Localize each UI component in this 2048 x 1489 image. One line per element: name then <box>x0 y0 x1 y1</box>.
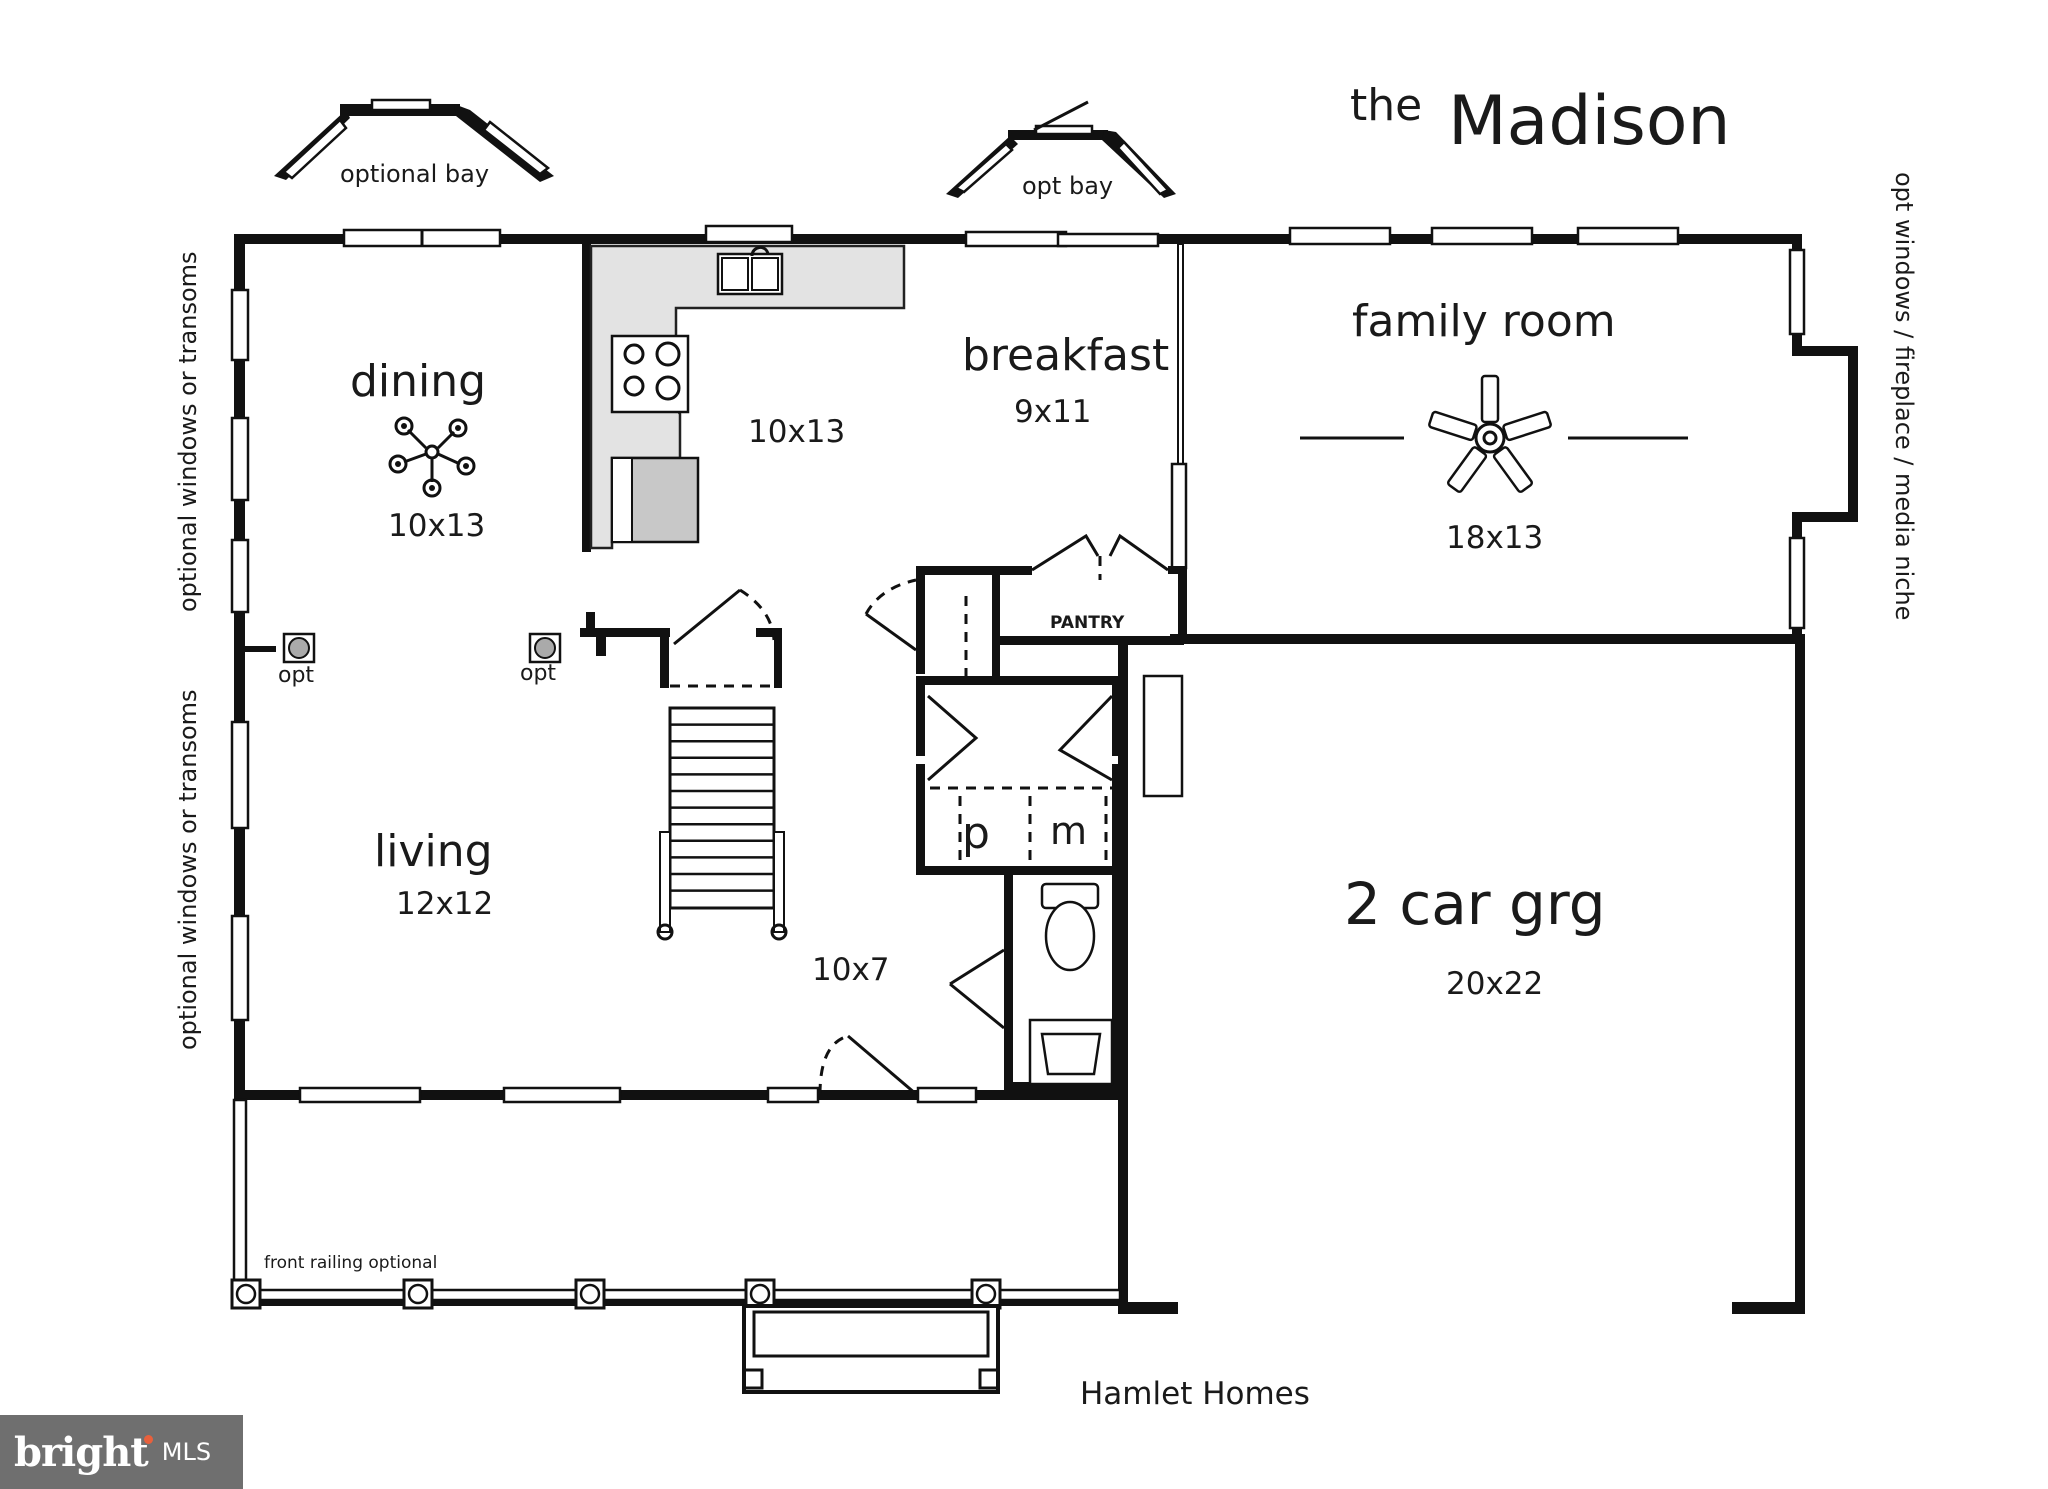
watermark-dot-icon <box>143 1434 153 1444</box>
column-left-label: opt <box>278 663 314 688</box>
pantry-label: PANTRY <box>1050 613 1125 633</box>
vanity-sink-icon <box>1028 1018 1114 1086</box>
opt-bay-label: opt bay <box>1022 172 1113 200</box>
breakfast-label: breakfast <box>962 330 1169 381</box>
column-icon <box>244 632 606 664</box>
closet-m-label: m <box>1050 809 1087 853</box>
living-size: 12x12 <box>396 886 493 922</box>
optional-bay-right <box>946 100 1176 198</box>
right-side-note: opt windows / fireplace / media niche <box>1890 172 1918 620</box>
chandelier-icon <box>388 416 476 498</box>
windows-note-bottom: optional windows or transoms <box>174 689 202 1050</box>
family-room-label: family room <box>1352 296 1616 347</box>
optional-bay-label: optional bay <box>340 160 489 188</box>
porch-post-round <box>579 1283 601 1305</box>
windows-note-top: optional windows or transoms <box>174 251 202 612</box>
closet-p-label: p <box>962 808 990 859</box>
porch-post-round <box>407 1283 429 1305</box>
column-right-label: opt <box>520 661 556 686</box>
living-label: living <box>374 826 493 877</box>
sink-icon <box>716 246 784 296</box>
porch-post-round <box>975 1283 997 1305</box>
dining-label: dining <box>350 356 486 407</box>
ceiling-fan-icon <box>1300 374 1688 493</box>
interior-walls <box>580 243 1188 1091</box>
doors <box>818 533 1169 1096</box>
optional-bay-left <box>274 98 554 182</box>
toilet-icon <box>1040 882 1100 972</box>
title-prefix: the <box>1350 80 1422 131</box>
foyer-size: 10x7 <box>812 952 890 988</box>
watermark-word: bright <box>14 1428 149 1476</box>
family-room-size: 18x13 <box>1446 520 1543 556</box>
garage-size: 20x22 <box>1446 966 1543 1002</box>
windows <box>230 224 1806 1104</box>
garage-label: 2 car grg <box>1344 870 1606 938</box>
kitchen <box>589 244 906 550</box>
range-icon <box>610 334 690 414</box>
front-porch <box>230 1098 1122 1394</box>
kitchen-size: 10x13 <box>748 414 845 450</box>
title: the Madison <box>1350 80 1731 161</box>
railing-note: front railing optional <box>264 1253 437 1273</box>
title-name: Madison <box>1448 82 1731 161</box>
porch-post-round <box>235 1283 257 1305</box>
breakfast-size: 9x11 <box>1014 394 1092 430</box>
mls-watermark: bright MLS <box>0 1415 243 1489</box>
staircase <box>656 588 788 941</box>
watermark-suffix: MLS <box>161 1438 212 1466</box>
dining-size: 10x13 <box>388 508 485 544</box>
porch-post-round <box>749 1283 771 1305</box>
builder-label: Hamlet Homes <box>1080 1376 1310 1412</box>
